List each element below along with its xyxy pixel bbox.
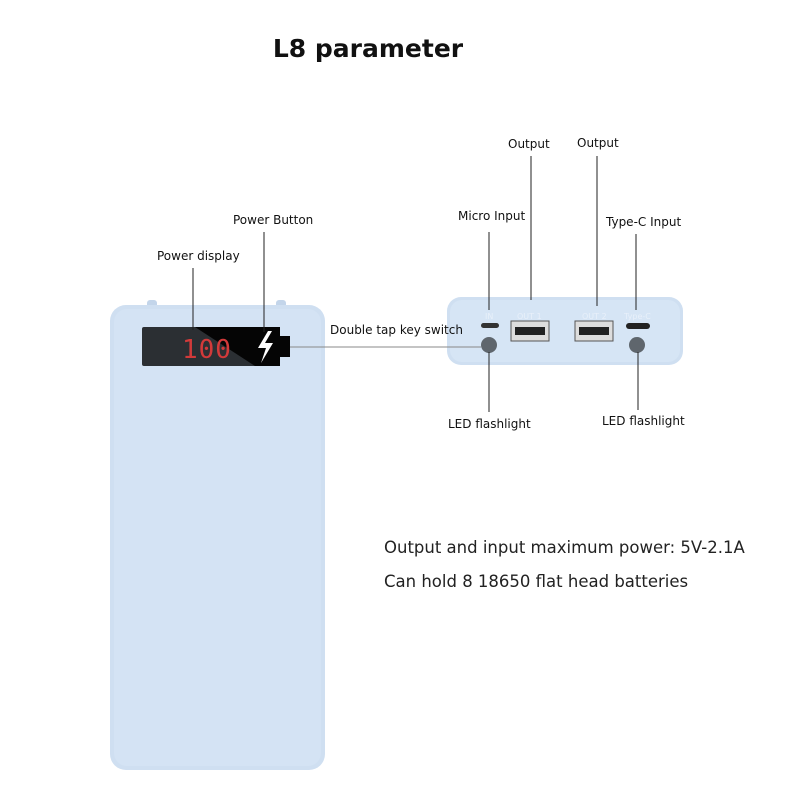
label-power-button: Power Button bbox=[233, 213, 314, 227]
port-label-out2: OUT 2 bbox=[582, 312, 607, 321]
port-label-in: IN bbox=[485, 312, 493, 321]
label-led-right: LED flashlight bbox=[602, 414, 685, 428]
lightning-icon bbox=[258, 331, 273, 363]
label-output-2: Output bbox=[577, 136, 619, 150]
port-label-out1: OUT 1 bbox=[517, 312, 542, 321]
battery-percentage: 100 bbox=[182, 335, 232, 365]
label-type-c-input: Type-C Input bbox=[606, 215, 682, 229]
type-c-port bbox=[626, 323, 650, 329]
label-power-display: Power display bbox=[157, 249, 240, 263]
label-micro-input: Micro Input bbox=[458, 209, 526, 223]
label-double-tap: Double tap key switch bbox=[330, 323, 463, 337]
label-output-1: Output bbox=[508, 137, 550, 151]
label-led-left: LED flashlight bbox=[448, 417, 531, 431]
spec-batteries: Can hold 8 18650 flat head batteries bbox=[384, 572, 689, 591]
page-title: L8 parameter bbox=[272, 34, 464, 63]
callout-lines bbox=[192, 156, 639, 412]
power-bank-side: IN OUT 1 OUT 2 Type-C bbox=[447, 297, 683, 365]
port-label-typec: Type-C bbox=[623, 312, 651, 321]
led-flashlight-right bbox=[629, 337, 645, 353]
led-display bbox=[142, 327, 290, 366]
power-bank-front bbox=[110, 300, 325, 770]
led-flashlight-left bbox=[481, 337, 497, 353]
spec-power: Output and input maximum power: 5V-2.1A bbox=[384, 538, 745, 557]
micro-usb-port bbox=[481, 323, 499, 328]
